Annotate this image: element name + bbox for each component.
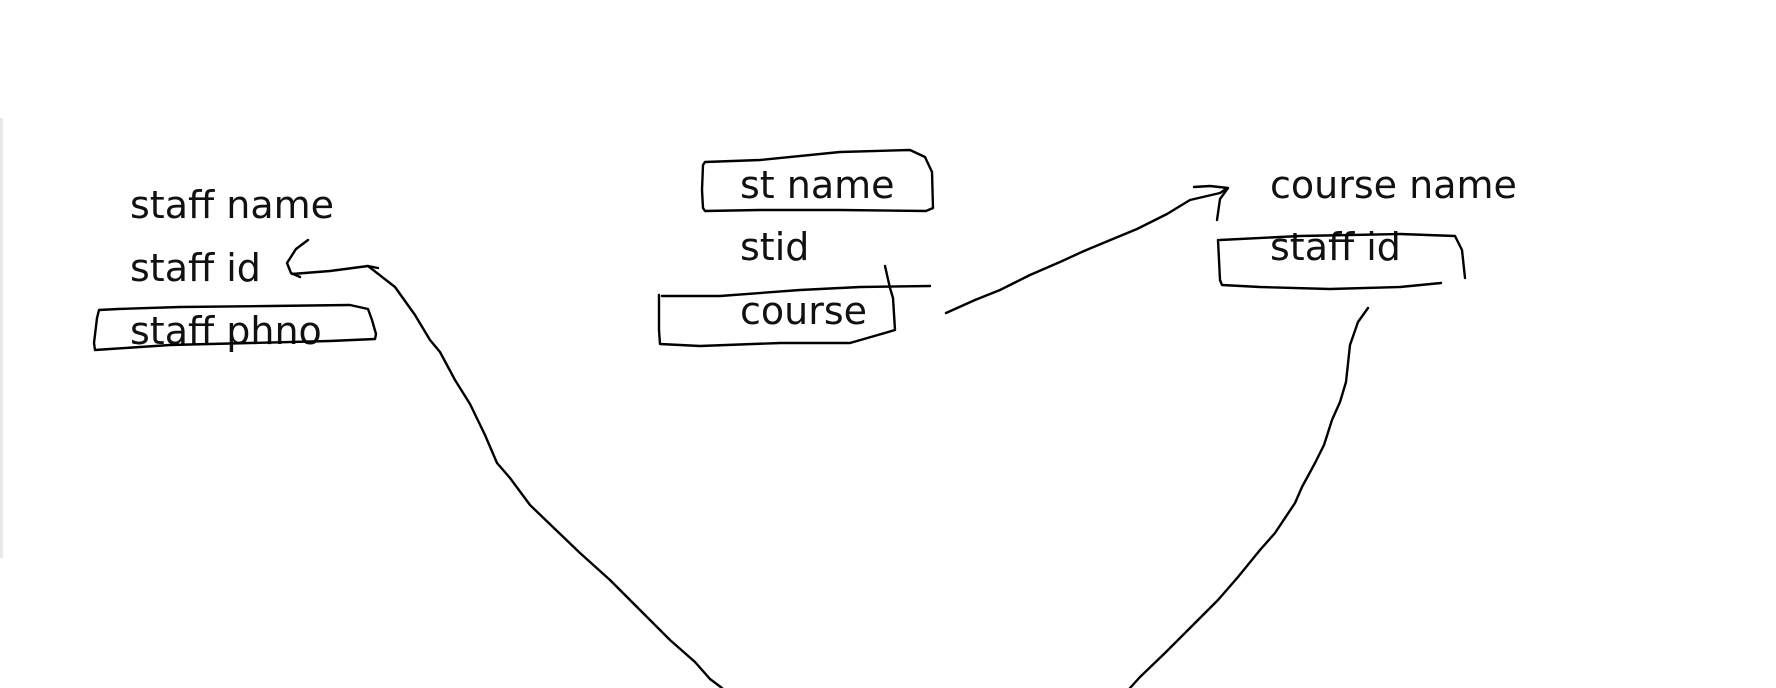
- staff-to-course-link: [366, 264, 724, 688]
- staff-phno-box: [92, 303, 378, 352]
- course-to-course-name-arrow: [944, 187, 1228, 315]
- staff-id-arrowhead: [285, 238, 310, 279]
- left-edge-strip: [0, 118, 3, 558]
- course-box-top: [660, 284, 932, 298]
- course-staff-id-box-top: [1218, 232, 1467, 280]
- course-staff-id-field: staff id: [1270, 225, 1401, 269]
- course-field: course: [740, 289, 868, 333]
- course-to-staff-id-link: [1128, 306, 1370, 688]
- staff-id-field: staff id: [130, 246, 261, 290]
- st-name-field: st name: [740, 163, 895, 207]
- st-name-box: [700, 148, 935, 213]
- stid-field: stid: [740, 225, 810, 269]
- staff-name-field: staff name: [130, 183, 335, 227]
- course-box: [657, 264, 897, 348]
- course-staff-id-box: [1216, 238, 1443, 291]
- staff-id-arrow-line: [290, 264, 380, 276]
- course-name-field: course name: [1270, 163, 1517, 207]
- course-name-arrowhead: [1192, 184, 1230, 222]
